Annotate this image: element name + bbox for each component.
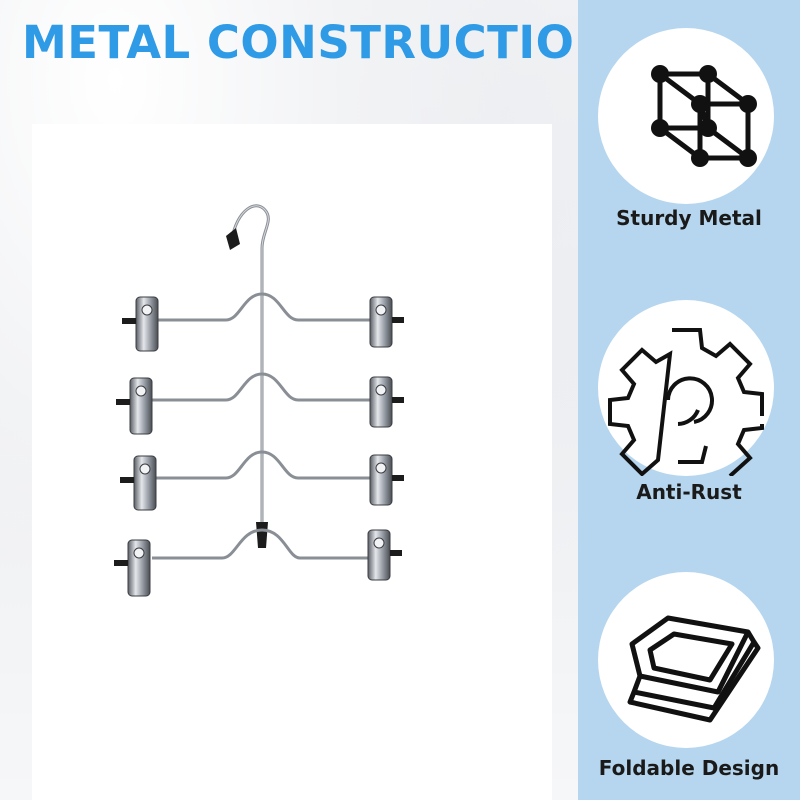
feature-label: Sturdy Metal	[616, 206, 762, 230]
hanger-tier-1	[152, 292, 378, 322]
clip-left-4	[114, 539, 151, 597]
gear-icon	[608, 328, 764, 476]
folded-sheet-icon	[627, 615, 761, 723]
feature-label: Anti-Rust	[636, 480, 742, 504]
clip-left-1	[122, 296, 159, 352]
clip-right-1	[369, 296, 404, 348]
cube-icon	[651, 65, 757, 167]
hanger-clips	[114, 296, 404, 597]
features-panel: Sturdy Metal Anti-Rust	[578, 0, 800, 800]
feature-circle	[598, 28, 774, 204]
clip-right-4	[367, 529, 402, 581]
clip-right-2	[369, 376, 404, 428]
hanger-tier-2	[152, 372, 378, 402]
clip-left-2	[116, 377, 153, 435]
hanger-tier-3	[152, 450, 378, 480]
hanger-tier-4	[152, 528, 378, 560]
hanger-hook	[226, 204, 270, 548]
hanger-image	[114, 204, 404, 597]
feature-label: Foldable Design	[598, 756, 780, 780]
headline: METAL CONSTRUCTION	[22, 16, 613, 69]
product-card	[32, 124, 552, 800]
feature-circle	[598, 572, 774, 748]
clip-right-3	[369, 454, 404, 506]
feature-circle	[598, 300, 774, 476]
clip-left-3	[120, 455, 157, 511]
